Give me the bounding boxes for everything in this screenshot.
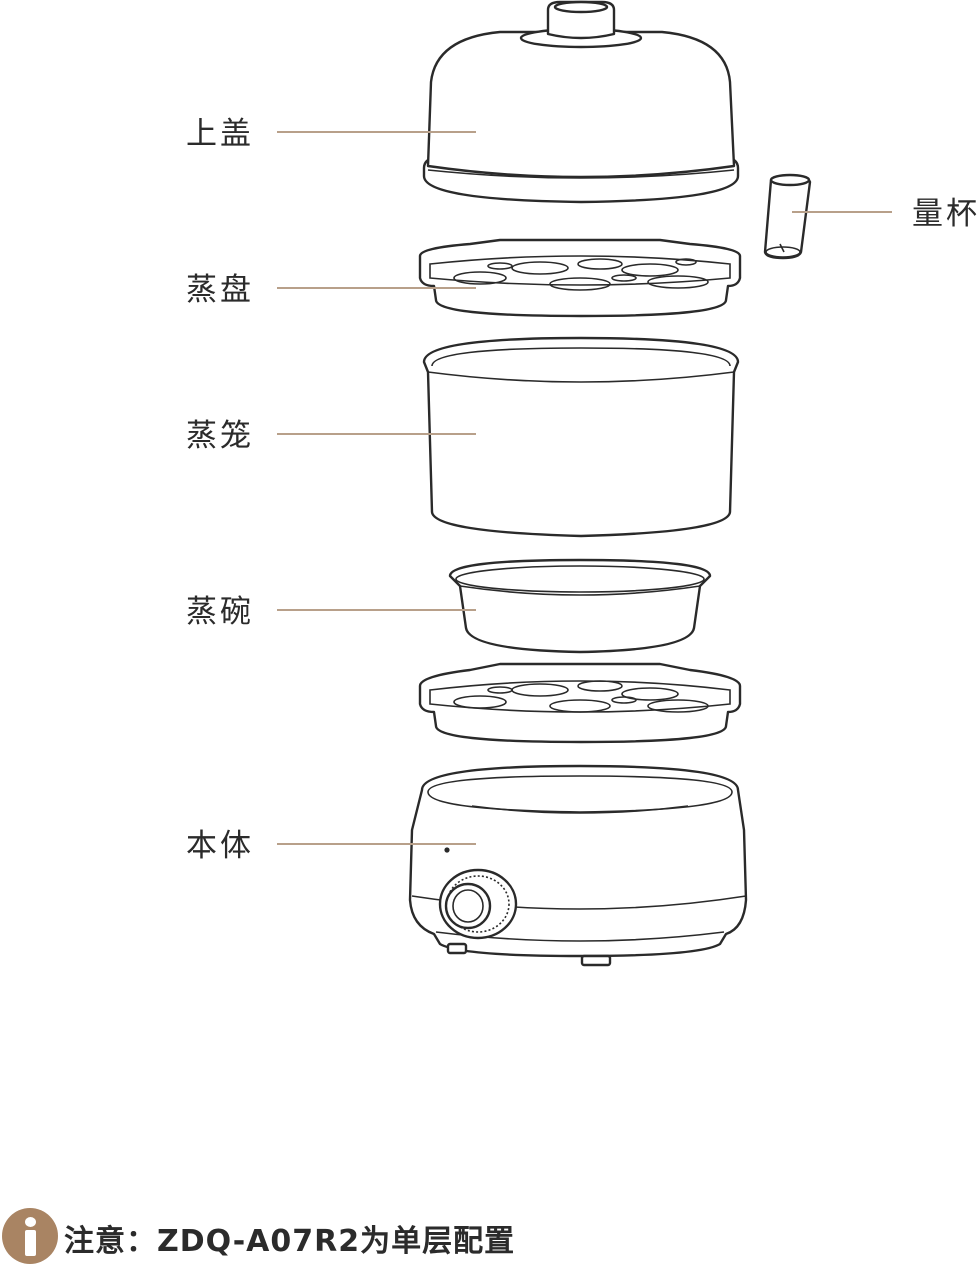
label-steamer-basket: 蒸笼 (186, 418, 476, 454)
label-base: 本体 (186, 828, 476, 864)
note-text: 注意：ZDQ-A07R2为单层配置 (64, 1224, 516, 1259)
label-steam-bowl: 蒸碗 (186, 594, 476, 630)
label-steamer-basket-text: 蒸笼 (186, 418, 254, 454)
measuring-cup-drawing (763, 173, 812, 260)
lower-steam-tray-drawing (418, 662, 742, 744)
base-drawing (408, 764, 748, 967)
label-base-text: 本体 (186, 828, 254, 864)
configuration-note: 注意：ZDQ-A07R2为单层配置 (0, 1208, 979, 1266)
label-steam-tray-text: 蒸盘 (186, 272, 254, 308)
label-measuring-cup: 量杯 (792, 196, 979, 232)
steam-tray-drawing (418, 238, 742, 318)
control-dial (438, 868, 518, 940)
info-icon (2, 1208, 58, 1264)
steamer-basket-drawing (422, 336, 740, 538)
label-lid-text: 上盖 (186, 116, 254, 152)
label-measuring-cup-text: 量杯 (912, 196, 979, 232)
label-steam-bowl-text: 蒸碗 (186, 594, 254, 630)
label-steam-tray: 蒸盘 (186, 272, 476, 308)
label-lid: 上盖 (186, 116, 476, 152)
lid-drawing (422, 0, 740, 204)
steam-bowl-drawing (448, 558, 712, 654)
